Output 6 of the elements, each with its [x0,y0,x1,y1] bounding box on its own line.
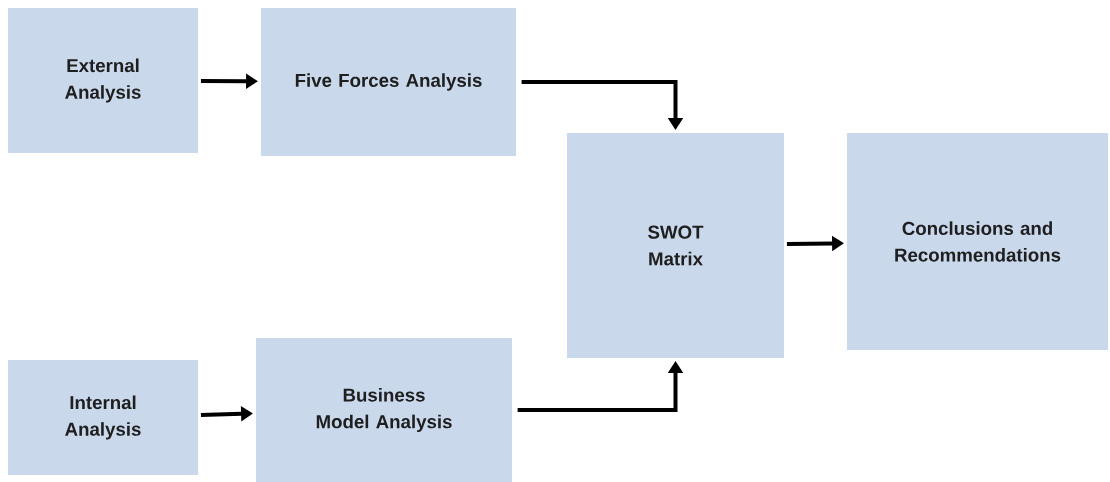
process-box: SWOT Matrix [567,133,784,358]
process-box: Five Forces Analysis [261,8,516,156]
process-box: Business Model Analysis [256,338,512,482]
process-box: Conclusions and Recommendations [847,133,1108,350]
process-box: External Analysis [8,8,198,153]
process-box: Internal Analysis [8,360,198,475]
